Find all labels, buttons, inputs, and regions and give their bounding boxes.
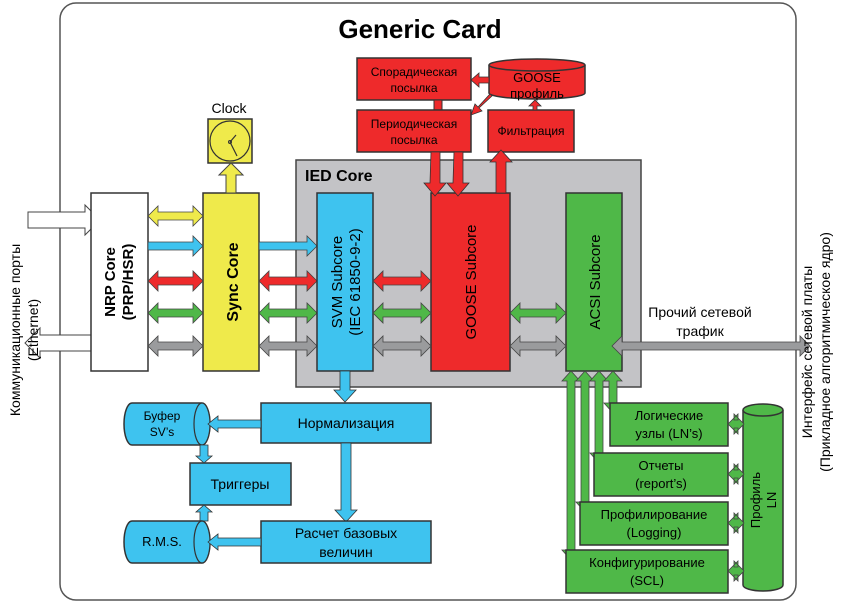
normalization-label: Нормализация [298, 415, 395, 431]
sporadic-periodic-link [433, 99, 443, 111]
goose-subcore-label: GOOSE Subcore [463, 224, 480, 339]
ln-profile-line2: LN [764, 492, 779, 509]
clock-label: Clock [211, 100, 247, 116]
ln-profile-arrow-2 [727, 463, 745, 485]
card-title: Generic Card [338, 14, 501, 44]
svm-subcore-line2: (IEC 61850-9-2) [347, 228, 364, 336]
sync-svm-arrows [258, 235, 318, 357]
svm-goose-arrow-red [372, 270, 432, 292]
normalization-to-buffer-arrow [207, 415, 262, 433]
rms-cylinder[interactable] [123, 520, 211, 564]
ln-profile-arrow-4 [727, 560, 745, 582]
basecalc-to-rms-arrow [207, 533, 262, 551]
profile-to-sporadic-arrow [470, 72, 490, 88]
config-line2: (SCL) [630, 573, 664, 588]
buffer-to-triggers-arrow [194, 444, 214, 464]
periodic-to-goose-arrow-1 [423, 151, 447, 197]
nrp-sync-arrows [147, 205, 204, 357]
sync-svm-arrow-green [258, 302, 318, 324]
periodic-line1: Периодическая [371, 117, 457, 131]
nrp-sync-arrow-gray [147, 335, 204, 357]
sync-svm-arrow-red [258, 270, 318, 292]
base-calc-line2: величин [319, 544, 372, 560]
nrp-sync-arrow-yellow [147, 205, 204, 227]
config-box[interactable] [565, 549, 729, 594]
acsi-subcore-box[interactable] [565, 192, 623, 372]
goose-acsi-arrows [509, 302, 567, 357]
sync-core-label: Sync Core [225, 242, 242, 321]
logging-line1: Профилирование [601, 507, 708, 522]
nrp-core-line2: (PRP/HSR) [120, 244, 137, 321]
goose-acsi-arrow-gray [509, 335, 567, 357]
logging-line2: (Logging) [627, 525, 682, 540]
svm-goose-arrow-green [372, 302, 432, 324]
goose-profile-line1: GOOSE [513, 70, 561, 85]
sv-buffer-line2: SV’s [150, 425, 174, 439]
acsi-subcore-label: ACSI Subcore [587, 234, 604, 329]
ln-profile-arrow-1 [727, 413, 745, 435]
left-label-line1: Коммуникационные порты [7, 244, 23, 416]
other-traffic-arrow-shape [611, 335, 811, 357]
rms-label: R.M.S. [142, 534, 182, 549]
ln-profile-cylinder[interactable] [742, 403, 784, 592]
sync-svm-arrow-blue [258, 235, 318, 257]
sv-buffer-cylinder[interactable] [123, 402, 211, 446]
goose-to-filter-arrow [489, 149, 513, 194]
other-traffic-arrow [611, 335, 811, 357]
sync-to-clock-arrow [217, 162, 245, 194]
goose-profile-cylinder[interactable] [488, 58, 586, 100]
logical-nodes-line1: Логические [635, 408, 703, 423]
periodic-line2: посылка [391, 133, 438, 147]
periodic-to-goose-arrow-2 [446, 151, 470, 197]
nrp-sync-arrow-green [147, 302, 204, 324]
nrp-sync-arrow-red [147, 270, 204, 292]
ln-profile-line1: Профиль [748, 472, 763, 528]
goose-profile-line2: профиль [510, 86, 564, 101]
filter-label: Фильтрация [497, 124, 564, 138]
sync-svm-arrow-gray [258, 335, 318, 357]
sporadic-send-box[interactable] [356, 57, 472, 101]
other-traffic-line2: трафик [676, 323, 724, 339]
reports-line2: (report’s) [635, 476, 687, 491]
other-traffic-line1: Прочий сетевой [648, 304, 751, 320]
sv-buffer-line1: Буфер [144, 409, 181, 423]
nrp-sync-arrow-blue [147, 235, 204, 257]
sync-core-box[interactable] [202, 192, 260, 372]
port-out-arrow [24, 326, 96, 360]
config-line1: Конфигурирование [589, 555, 705, 570]
profile-to-periodic-arrow [470, 93, 493, 116]
ln-profile-arrows [727, 413, 745, 582]
sporadic-line1: Спорадическая [371, 65, 458, 79]
ln-profile-arrow-3 [727, 512, 745, 534]
logical-nodes-line2: узлы (LN’s) [635, 426, 702, 441]
logging-box[interactable] [579, 501, 729, 546]
svm-subcore-line1: SVM Subcore [329, 236, 346, 329]
svm-subcore-box[interactable] [316, 192, 374, 372]
right-label-line1: Интерфейс сетевой платы [799, 266, 815, 438]
filter-to-profile-arrow [528, 99, 542, 111]
ied-core-label: IED Core [305, 168, 373, 185]
svm-to-normalization-arrow [333, 370, 357, 403]
rms-to-triggers-arrow [194, 504, 214, 522]
svm-goose-arrow-gray [372, 335, 432, 357]
reports-line1: Отчеты [639, 458, 684, 473]
nrp-core-line1: NRP Core [102, 247, 119, 317]
nrp-core-box[interactable] [90, 192, 149, 372]
left-label-line2: (Ethernet) [25, 299, 41, 361]
right-label-line2: (Прикладное алгоритмическое ядро) [817, 232, 833, 472]
sporadic-line2: посылка [391, 81, 438, 95]
goose-subcore-box[interactable] [430, 192, 511, 372]
base-calc-line1: Расчет базовых [295, 525, 397, 541]
logical-nodes-box[interactable] [609, 402, 729, 447]
normalization-to-basecalc-arrow [334, 442, 358, 523]
triggers-box[interactable] [189, 462, 292, 506]
svm-goose-arrows [372, 270, 432, 357]
clock-icon [209, 120, 251, 162]
triggers-label: Триггеры [211, 476, 270, 492]
goose-acsi-arrow-green [509, 302, 567, 324]
periodic-send-box[interactable] [356, 109, 472, 153]
filter-box[interactable] [487, 109, 575, 153]
